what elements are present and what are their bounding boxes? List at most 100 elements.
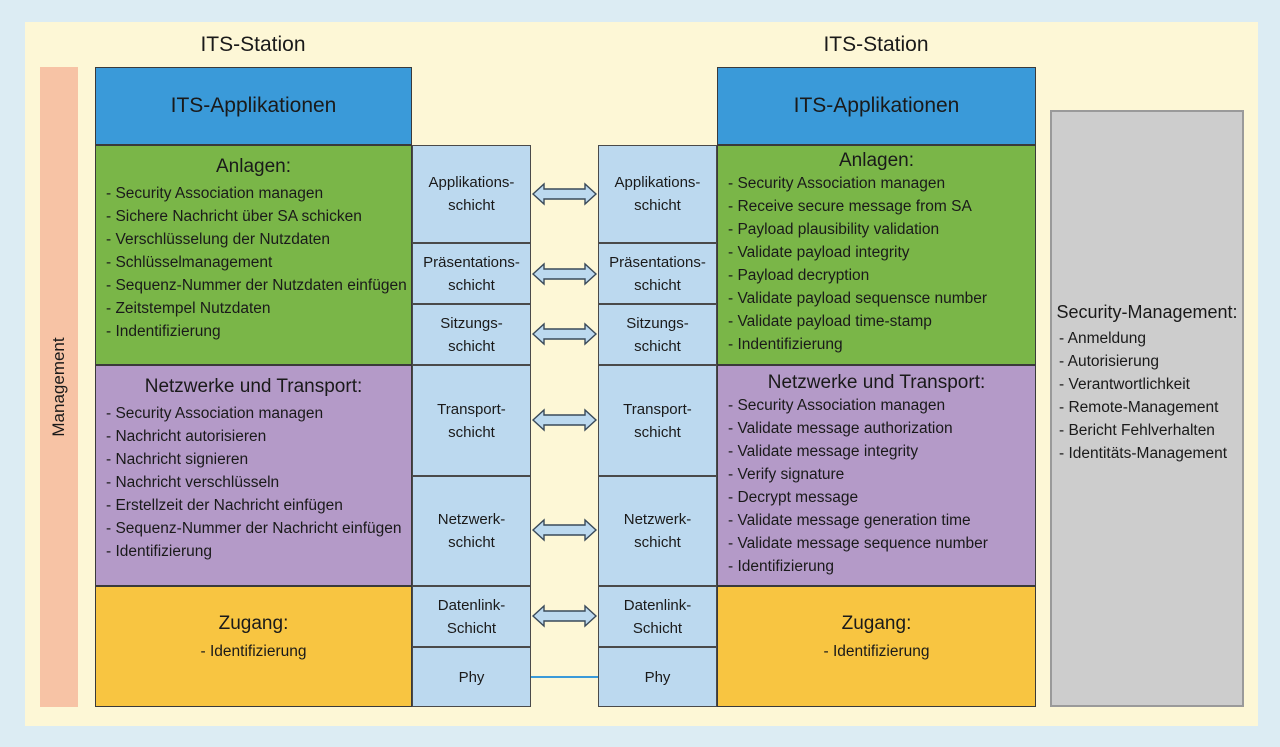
layer-label: schicht — [448, 337, 495, 355]
list-item: - Identifizierung — [728, 558, 834, 575]
right-facilities-box: Anlagen: - Security Association managen … — [717, 145, 1036, 365]
layer-label: Netzwerk- — [437, 511, 506, 528]
right-facilities-title: Anlagen: — [838, 150, 914, 171]
layer-label: schicht — [448, 534, 495, 551]
left-layer-session: Sitzungs-schicht — [412, 304, 531, 365]
left-access-box: Zugang: - Identifizierung — [95, 586, 412, 707]
right-networking-list: - Security Association managen - Validat… — [718, 394, 1035, 578]
layer-label: schicht — [634, 337, 681, 355]
security-management-title: Security-Management: — [1056, 302, 1238, 322]
right-its-applications-label: ITS-Applikationen — [793, 94, 960, 117]
list-item: - Verantwortlichkeit — [1059, 376, 1190, 393]
list-item: - Validate payload integrity — [728, 244, 910, 261]
right-access-item: - Identifizierung — [823, 643, 930, 660]
left-station-title: ITS-Station — [200, 33, 306, 56]
list-item: - Schlüsselmanagement — [106, 254, 273, 271]
list-item: - Anmeldung — [1059, 330, 1147, 347]
list-item: - Security Association managen — [106, 405, 324, 422]
right-layer-transport: Transport-schicht — [598, 365, 717, 476]
list-item: - Nachricht signieren — [106, 451, 249, 468]
double-arrow-icon — [531, 518, 598, 542]
list-item: - Identitäts-Management — [1059, 445, 1228, 462]
right-its-applications: ITS-Applikationen — [717, 67, 1036, 145]
list-item: - Security Association managen — [728, 175, 946, 192]
list-item: - Validate payload time-stamp — [728, 313, 932, 330]
list-item: - Payload decryption — [728, 267, 870, 284]
left-facilities-box: Anlagen: - Security Association managen … — [95, 145, 412, 365]
left-layer-network: Netzwerk-schicht — [412, 476, 531, 586]
left-networking-title: Netzwerke und Transport: — [144, 376, 363, 397]
list-item: - Receive secure message from SA — [728, 198, 972, 215]
double-arrow-icon — [531, 322, 598, 346]
left-layer-application: Applikations-schicht — [412, 145, 531, 243]
list-item: - Sequenz-Nummer der Nutzdaten einfügen — [106, 277, 407, 294]
left-layer-presentation: Präsentations-schicht — [412, 243, 531, 304]
right-layer-presentation: Präsentations-schicht — [598, 243, 717, 304]
double-arrow-icon — [531, 262, 598, 286]
list-item: - Verify signature — [728, 466, 845, 483]
layer-label: schicht — [634, 423, 681, 441]
right-layer-application: Applikations-schicht — [598, 145, 717, 243]
list-item: - Autorisierung — [1059, 353, 1159, 370]
list-item: - Verschlüsselung der Nutzdaten — [106, 231, 331, 248]
list-item: - Sequenz-Nummer der Nachricht einfügen — [106, 520, 402, 537]
list-item: - Indentifizierung — [106, 323, 221, 340]
layer-label: Netzwerk- — [623, 511, 692, 528]
layer-label: Datenlink- — [437, 596, 506, 614]
layer-label: Phy — [644, 668, 671, 686]
layer-label: Sitzungs- — [626, 314, 689, 332]
management-bar: Management — [40, 67, 78, 707]
right-station-title: ITS-Station — [823, 33, 929, 56]
list-item: - Decrypt message — [728, 489, 859, 506]
right-layer-datalink: Datenlink-Schicht — [598, 586, 717, 647]
layer-label: Phy — [458, 668, 485, 686]
layer-label: Applikations- — [428, 174, 515, 191]
left-networking-list: - Security Association managen - Nachric… — [96, 402, 411, 563]
double-arrow-icon — [531, 408, 598, 432]
right-layer-session: Sitzungs-schicht — [598, 304, 717, 365]
list-item: - Security Association managen — [106, 185, 324, 202]
double-arrow-icon — [531, 182, 598, 206]
physical-link-line — [531, 676, 598, 678]
list-item: - Zeitstempel Nutzdaten — [106, 300, 271, 317]
layer-label: schicht — [448, 197, 495, 214]
layer-label: Schicht — [632, 619, 683, 637]
right-access-box: Zugang: - Identifizierung — [717, 586, 1036, 707]
layer-label: schicht — [448, 423, 495, 441]
left-access-item: - Identifizierung — [200, 643, 307, 660]
layer-label: Transport- — [437, 400, 506, 418]
layer-label: Schicht — [446, 619, 497, 637]
list-item: - Identifizierung — [106, 543, 212, 560]
list-item: - Validate message generation time — [728, 512, 971, 529]
right-access-title: Zugang: — [841, 613, 912, 634]
list-item: - Nachricht verschlüsseln — [106, 474, 280, 491]
layer-label: Präsentations- — [423, 253, 520, 271]
layer-label: Transport- — [623, 400, 692, 418]
list-item: - Remote-Management — [1059, 399, 1219, 416]
management-label: Management — [49, 337, 68, 437]
left-its-applications-label: ITS-Applikationen — [170, 94, 337, 117]
left-its-applications: ITS-Applikationen — [95, 67, 412, 145]
layer-label: schicht — [448, 276, 495, 294]
left-facilities-list: - Security Association managen - Sichere… — [96, 182, 411, 343]
left-facilities-title: Anlagen: — [215, 156, 291, 177]
list-item: - Validate payload sequensce number — [728, 290, 988, 307]
left-layer-transport: Transport-schicht — [412, 365, 531, 476]
list-item: - Security Association managen — [728, 397, 946, 414]
list-item: - Validate message sequence number — [728, 535, 988, 552]
left-networking-box: Netzwerke und Transport: - Security Asso… — [95, 365, 412, 586]
left-access-title: Zugang: — [218, 613, 289, 634]
right-facilities-list: - Security Association managen - Receive… — [718, 172, 1035, 356]
right-layer-network: Netzwerk-schicht — [598, 476, 717, 586]
right-networking-box: Netzwerke und Transport: - Security Asso… — [717, 365, 1036, 586]
security-management-list: - Anmeldung - Autorisierung - Verantwort… — [1052, 327, 1242, 465]
right-layer-phy: Phy — [598, 647, 717, 707]
security-management-box: Security-Management: - Anmeldung - Autor… — [1050, 110, 1244, 707]
left-layer-datalink: Datenlink- Schicht — [412, 586, 531, 647]
double-arrow-icon — [531, 604, 598, 628]
list-item: - Indentifizierung — [728, 336, 843, 353]
left-layer-phy: Phy — [412, 647, 531, 707]
layer-label: schicht — [634, 276, 681, 294]
layer-label: schicht — [634, 534, 681, 551]
layer-label: Sitzungs- — [440, 314, 503, 332]
